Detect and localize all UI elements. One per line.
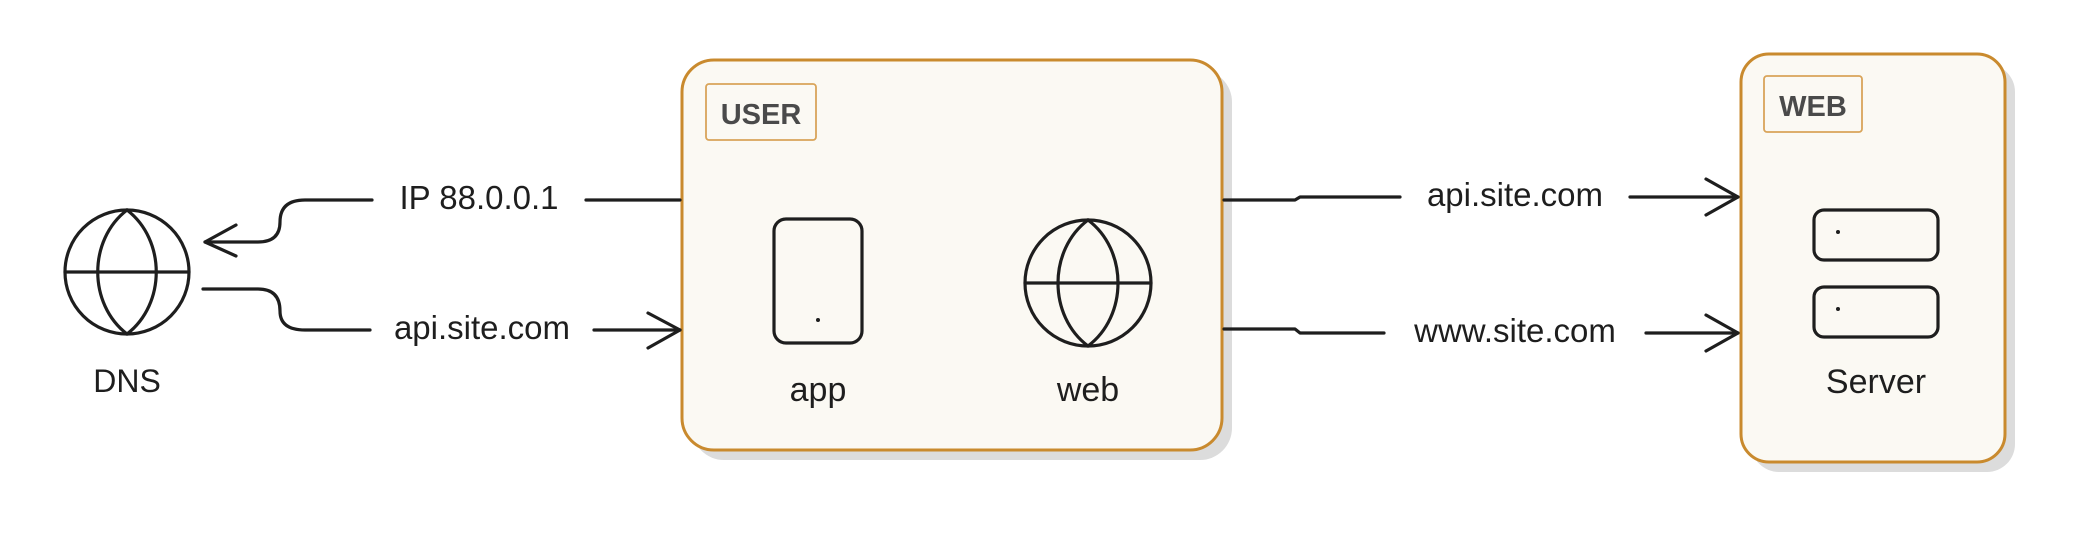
app-label: app — [790, 371, 847, 409]
user-panel: USER app web — [680, 58, 1232, 460]
edge-label-dns-query: api.site.com — [394, 309, 570, 346]
edge-dns-query: api.site.com — [201, 287, 682, 350]
edge-dns-response: IP 88.0.0.1 — [203, 179, 682, 258]
server-node: Server — [1812, 208, 1940, 401]
user-tag-label: USER — [721, 99, 802, 131]
edge-label-ip: IP 88.0.0.1 — [399, 179, 558, 216]
server-label: Server — [1826, 363, 1926, 401]
dns-label: DNS — [93, 363, 161, 399]
globe-icon — [1023, 218, 1153, 348]
edge-label-www: www.site.com — [1413, 312, 1616, 349]
dns-node: DNS — [63, 208, 191, 399]
web-panel: WEB Server — [1739, 52, 2015, 472]
phone-icon — [772, 217, 864, 345]
user-panel-tag: USER — [705, 83, 817, 141]
web-node: web — [1023, 218, 1153, 409]
globe-icon — [63, 208, 191, 336]
server-rack-icon — [1812, 208, 1940, 339]
edge-www: www.site.com — [1222, 312, 1740, 353]
web-panel-tag: WEB — [1763, 75, 1863, 133]
web-tag-label: WEB — [1779, 91, 1847, 123]
web-label: web — [1056, 371, 1119, 409]
edge-label-api: api.site.com — [1427, 176, 1603, 213]
app-node: app — [772, 217, 864, 409]
edge-api: api.site.com — [1222, 176, 1740, 217]
